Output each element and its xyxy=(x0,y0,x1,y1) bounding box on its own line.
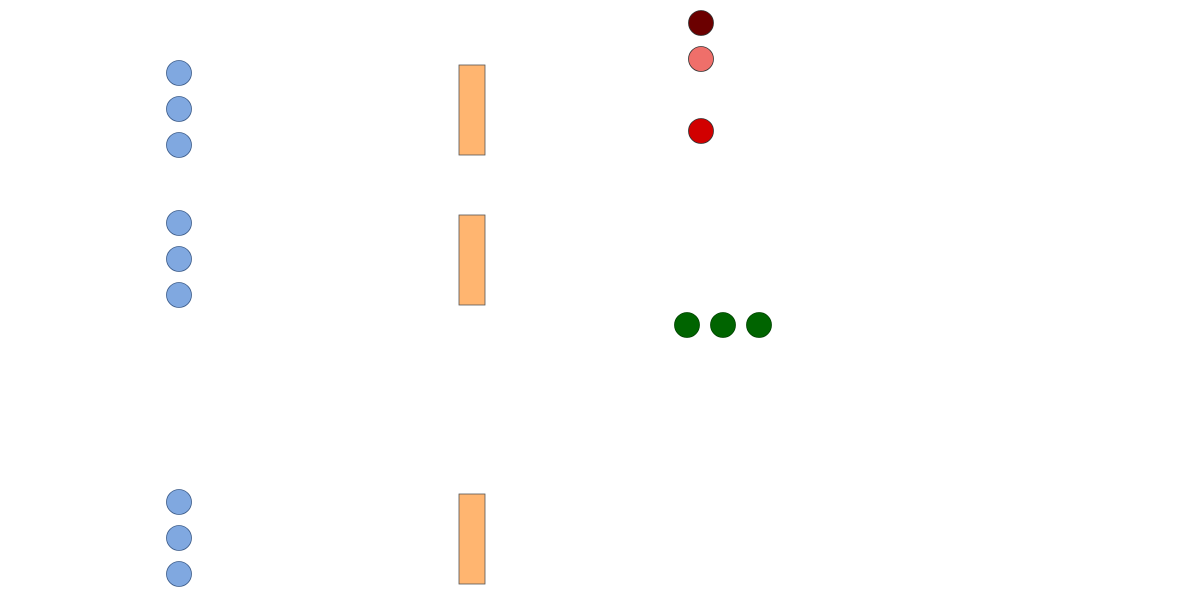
input-group-1 xyxy=(166,60,192,158)
green-node-3 xyxy=(746,312,772,338)
output-nodes-layer xyxy=(688,10,714,144)
input-group-2 xyxy=(166,210,192,308)
input-node xyxy=(166,282,192,308)
block-1 xyxy=(458,64,486,156)
input-node xyxy=(166,246,192,272)
input-node xyxy=(166,96,192,122)
green-nodes-layer xyxy=(674,312,772,338)
output-node-dark-red xyxy=(688,10,714,36)
input-node xyxy=(166,210,192,236)
block-2 xyxy=(458,214,486,306)
input-node xyxy=(166,489,192,515)
green-node-2 xyxy=(710,312,736,338)
output-node-salmon xyxy=(688,46,714,72)
output-node-red xyxy=(688,118,714,144)
blocks-layer xyxy=(458,64,486,585)
input-node xyxy=(166,561,192,587)
input-group-3 xyxy=(166,489,192,587)
input-node xyxy=(166,60,192,86)
input-node xyxy=(166,132,192,158)
block-3 xyxy=(458,493,486,585)
input-node xyxy=(166,525,192,551)
input-nodes-layer xyxy=(166,60,192,587)
green-node-1 xyxy=(674,312,700,338)
